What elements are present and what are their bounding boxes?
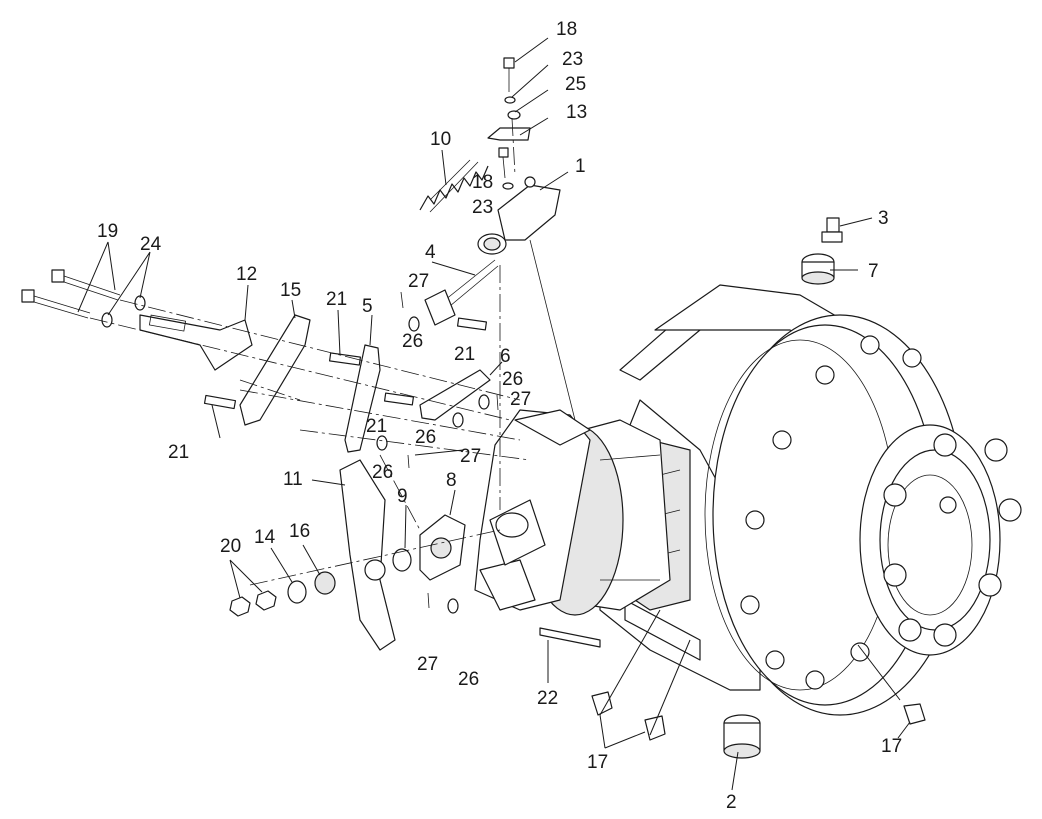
callout-26-e: 26: [458, 669, 479, 690]
callout-24: 24: [140, 234, 162, 255]
housing-bolts: [740, 335, 922, 690]
callout-11: 11: [283, 469, 303, 490]
callout-26-d: 26: [372, 462, 393, 483]
main-lever: [339, 459, 396, 651]
callout-13: 13: [566, 102, 587, 123]
pins: [203, 317, 488, 410]
small-washers: [376, 316, 490, 614]
callout-18-top: 18: [556, 19, 577, 40]
callout-16: 16: [289, 521, 310, 542]
lever-arm: [344, 344, 381, 453]
callout-21-d: 21: [168, 442, 189, 463]
callout-1: 1: [575, 156, 586, 177]
filler-plug: [801, 253, 835, 285]
callout-3: 3: [878, 208, 889, 229]
callout-2: 2: [726, 792, 737, 813]
bolt-lower: [498, 147, 514, 190]
pin-shaft: [539, 627, 601, 648]
callout-14: 14: [254, 527, 276, 548]
breather-fitting: [821, 217, 843, 243]
callout-17-left: 17: [587, 752, 608, 773]
callout-21-c: 21: [366, 416, 387, 437]
long-bolts: [21, 269, 146, 328]
leader-lines: [77, 37, 911, 791]
callout-26-a: 26: [402, 331, 423, 352]
callout-labels: 18 23 25 13 10 1 18 23 3 7 19 24 12 15 4…: [97, 19, 902, 813]
hub-housing-assembly: [474, 284, 1022, 716]
callout-25: 25: [565, 74, 586, 95]
bottom-plug: [723, 714, 761, 759]
callout-10: 10: [430, 129, 451, 150]
callout-4: 4: [425, 242, 436, 263]
callout-7: 7: [868, 261, 879, 282]
callout-22: 22: [537, 688, 558, 709]
callout-9: 9: [397, 486, 408, 507]
callout-18-lower: 18: [472, 172, 493, 193]
o-ring: [392, 548, 412, 572]
clip-plate: [487, 127, 531, 141]
bolt-top: [503, 57, 521, 120]
angle-bracket: [239, 314, 311, 426]
bracket-plate: [139, 314, 253, 371]
callout-12: 12: [236, 264, 257, 285]
link-plate: [419, 369, 491, 421]
valve-body: [477, 176, 576, 421]
bearing-flange: [419, 514, 466, 581]
wheel-bolts: [883, 433, 1022, 647]
callout-19: 19: [97, 221, 118, 242]
callout-21-b: 21: [454, 344, 475, 365]
rod-end: [424, 259, 499, 326]
callout-8: 8: [446, 470, 457, 491]
callout-26-b: 26: [502, 369, 523, 390]
assembly-axes: [89, 117, 531, 586]
callout-5: 5: [362, 296, 373, 317]
callout-21-a: 21: [326, 289, 347, 310]
cotter-pins: [400, 291, 499, 609]
callout-26-c: 26: [415, 427, 436, 448]
callout-15: 15: [280, 280, 301, 301]
tension-spring: [419, 159, 489, 213]
callout-23-lower: 23: [472, 197, 493, 218]
callout-27-a: 27: [408, 271, 429, 292]
callout-6: 6: [500, 346, 511, 367]
callout-20: 20: [220, 536, 241, 557]
callout-27-b: 27: [510, 389, 531, 410]
callout-23-top: 23: [562, 49, 583, 70]
fastener-stack: [229, 571, 336, 617]
callout-17-right: 17: [881, 736, 902, 757]
callout-27-d: 27: [417, 654, 438, 675]
callout-27-c: 27: [460, 446, 481, 467]
